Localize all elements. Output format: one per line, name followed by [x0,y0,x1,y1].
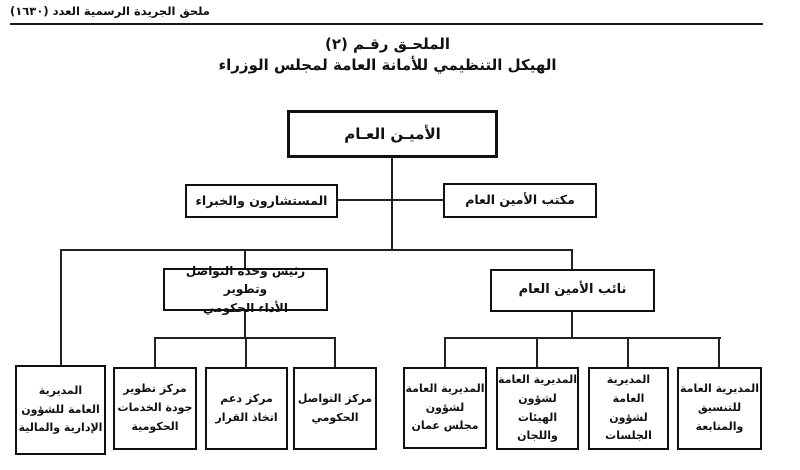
org-chart-title: الهيكل التنظيمي للأمانة العامة لمجلس الو… [218,56,557,74]
org-box-communication-unit-head: رئيس وحدة التواصل وتطوير الأداء الحكومي [163,264,328,315]
org-box-secretary-general: الأميـن العـام [287,110,498,158]
gazette-header-text: ملحق الجريدة الرسمية العدد (١٦٣٠) [10,4,210,18]
org-box-deputy-secretary-general: نائب الأمين العام [490,269,655,312]
connector-drop-deputy [571,249,573,270]
connector-drop-bodies-committees [536,337,538,367]
connector-level2-horizontal [338,199,443,201]
org-box-services-quality-center: مركز تطوير جودة الخدمات الحكومية [113,367,197,450]
org-box-gov-communication-center: مركز التواصل الحكومي [293,367,377,450]
header-rule [10,23,763,25]
connector-deputy-stem [571,311,573,339]
connector-drop-sessions [627,337,629,367]
org-box-sessions-directorate: المديرية العامة لشؤون الجلسات [588,367,669,450]
connector-root-spine [391,158,393,250]
org-box-sg-office: مكتب الأمين العام [443,183,597,218]
org-box-admin-financial-directorate: المديرية العامة للشؤون الإدارية والمالية [15,365,106,455]
connector-drop-services-quality [154,337,156,367]
org-box-decision-support-center: مركز دعم اتخاذ القرار [205,367,288,450]
connector-drop-unit [244,249,246,269]
connector-drop-coordination [718,337,720,367]
connector-deputy-horizontal [444,337,721,339]
connector-drop-oman-council [444,337,446,367]
appendix-number-title: الملحـق رقـم (٢) [324,35,451,53]
connector-main-horizontal [60,249,573,251]
org-box-oman-council-directorate: المديرية العامة لشؤون مجلس عمان [403,367,487,449]
title-block: الملحـق رقـم (٢) الهيكل التنظيمي للأمانة… [0,35,775,74]
org-box-coordination-followup-directorate: المديرية العامة للتنسيق والمتابعة [677,367,762,450]
org-box-bodies-committees-directorate: المديرية العامة لشؤون الهيئات واللجان [496,367,579,450]
org-box-consultants-experts: المستشارون والخبراء [185,184,338,218]
connector-drop-admin-fin [60,249,62,366]
connector-unit-stem [244,310,246,338]
connector-drop-gov-comm [334,337,336,367]
connector-drop-decision-support [245,337,247,367]
